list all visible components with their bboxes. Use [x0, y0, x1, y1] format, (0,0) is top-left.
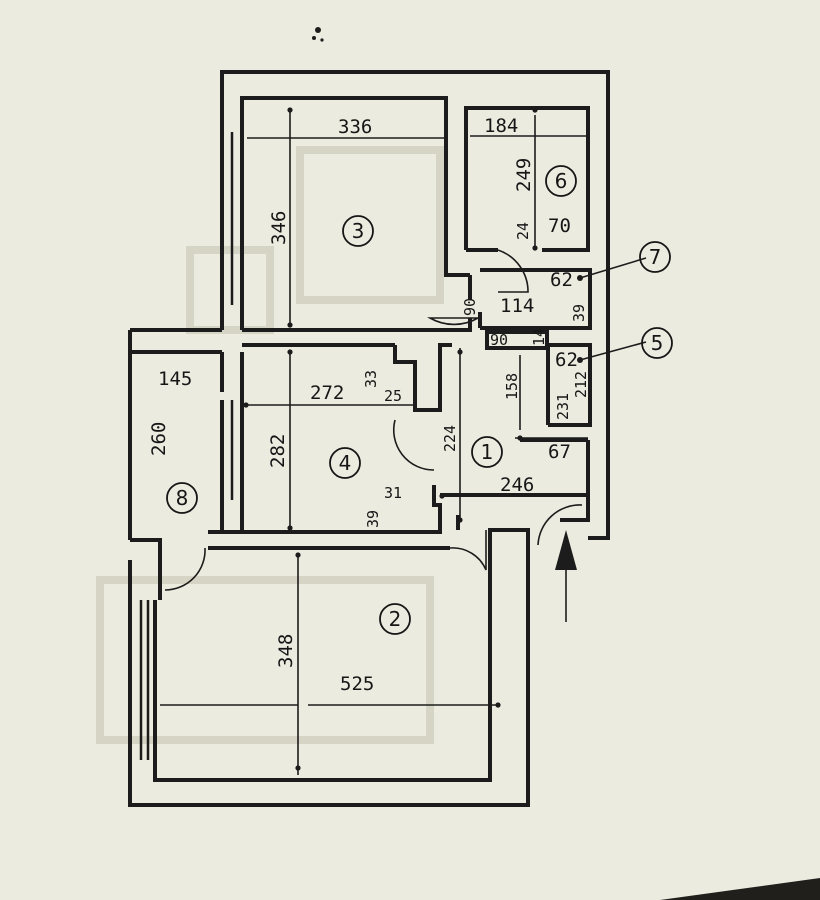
dim-room4-39: 39	[364, 510, 382, 528]
arrow-up-icon	[555, 530, 577, 622]
svg-text:5: 5	[651, 331, 664, 355]
room-4-label: 4	[329, 447, 361, 479]
photo-edge-shadow	[660, 878, 820, 900]
dim-room4-33: 33	[362, 370, 380, 388]
doors	[164, 249, 583, 591]
dim-room4-width: 272	[310, 382, 344, 404]
walls	[128, 70, 610, 807]
svg-text:6: 6	[555, 169, 568, 193]
dim-corridor-114: 114	[500, 295, 534, 317]
dim-room6-width: 184	[484, 115, 518, 137]
dim-room5-158: 158	[503, 373, 521, 400]
paper-ghost-lines	[96, 146, 444, 744]
room-7-label: 7	[639, 241, 671, 273]
door-room-8	[164, 547, 206, 591]
svg-text:4: 4	[339, 451, 352, 475]
dim-room2-width: 525	[340, 673, 374, 695]
dim-room3-height: 346	[268, 211, 290, 245]
ink-speck	[312, 27, 324, 42]
dim-room7-door: 90	[461, 298, 479, 316]
door-room-2	[449, 530, 487, 571]
svg-text:7: 7	[649, 245, 662, 269]
dim-room5-area: 62	[555, 349, 578, 371]
dim-room2-height: 348	[275, 634, 297, 668]
door-room-4	[392, 419, 435, 471]
svg-text:2: 2	[389, 607, 402, 631]
svg-text:8: 8	[176, 486, 189, 510]
door-room-7	[427, 317, 479, 326]
dimension-labels: 336 346 184 249 24 70 62 90 114 39 90 14…	[148, 115, 590, 695]
door-entrance	[537, 504, 583, 546]
dim-room6-door: 24	[514, 222, 532, 240]
room-3-label: 3	[342, 215, 374, 247]
dim-room8-width: 145	[158, 368, 192, 390]
dim-wall-39: 39	[570, 304, 588, 322]
door-room-6	[497, 249, 529, 293]
dimension-lines	[160, 107, 647, 775]
dim-room4-25: 25	[384, 387, 402, 405]
dim-room5-212: 212	[572, 371, 590, 398]
room-6-label: 6	[545, 165, 577, 197]
dim-wall-14: 14	[530, 328, 548, 346]
dim-room6-area: 70	[548, 215, 571, 237]
dim-room7-area: 62	[550, 269, 573, 291]
dim-room5-231: 231	[554, 393, 572, 420]
room-5-label: 5	[641, 327, 673, 359]
dim-room1-67: 67	[548, 441, 571, 463]
room-2-label: 2	[379, 603, 411, 635]
room-labels: 3 6 7 5 4 1 8 2	[166, 165, 673, 635]
dim-room8-height: 260	[148, 422, 170, 456]
svg-text:3: 3	[352, 219, 365, 243]
dim-room6-height: 249	[513, 158, 535, 192]
dim-room1-246: 246	[500, 474, 534, 496]
dim-wall-90: 90	[490, 331, 508, 349]
dim-room3-width: 336	[338, 116, 372, 138]
dim-room4-height: 282	[267, 434, 289, 468]
room-8-label: 8	[166, 482, 198, 514]
dim-room4-31: 31	[384, 484, 402, 502]
room-1-label: 1	[471, 436, 503, 468]
dim-room1-224: 224	[441, 425, 459, 452]
svg-text:1: 1	[481, 440, 494, 464]
